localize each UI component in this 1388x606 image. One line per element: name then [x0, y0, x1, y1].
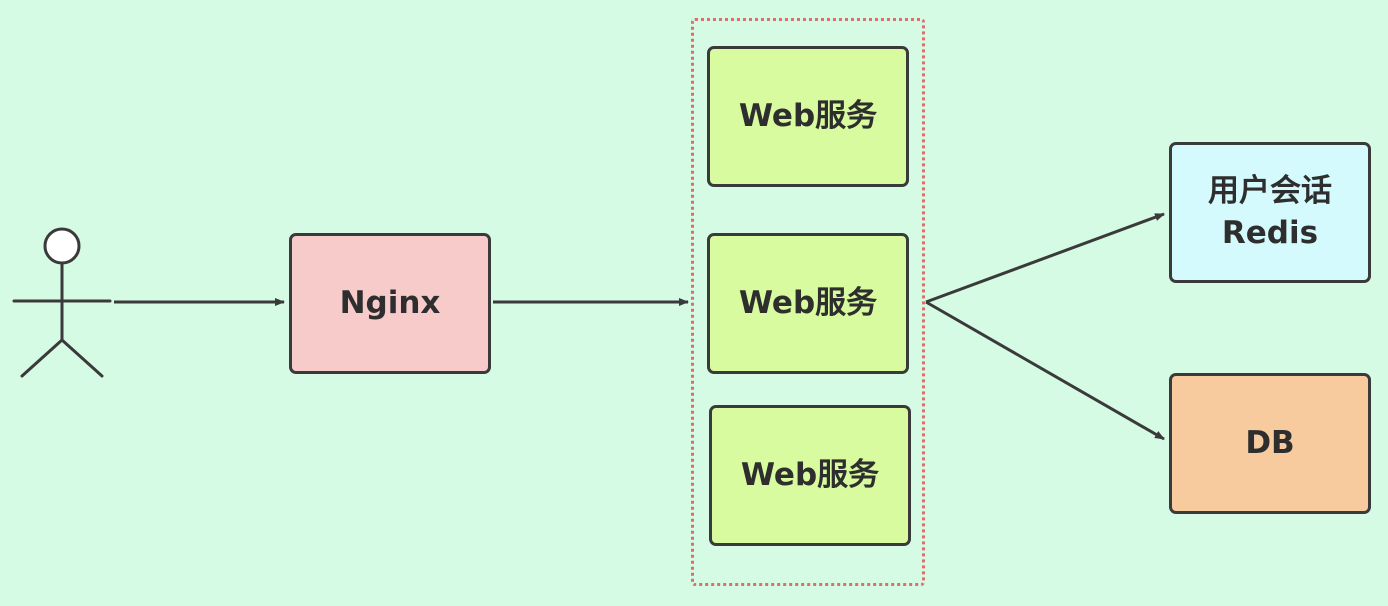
web-service-node-1[interactable]: Web服务 [707, 46, 909, 187]
nginx-node[interactable]: Nginx [289, 233, 491, 374]
web-service-label-2: Web服务 [738, 284, 878, 321]
web-service-label-1: Web服务 [738, 97, 878, 134]
db-node[interactable]: DB [1169, 373, 1371, 514]
web-service-node-2[interactable]: Web服务 [707, 233, 909, 374]
redis-session-node[interactable]: 用户会话 Redis [1169, 142, 1371, 283]
web-service-label-3: Web服务 [740, 456, 880, 493]
arrow-web-to-redis [925, 212, 1165, 304]
user-actor-icon [12, 227, 112, 378]
redis-label-line1: 用户会话 [1208, 172, 1332, 209]
redis-label-line2: Redis [1221, 214, 1319, 251]
db-label: DB [1245, 424, 1295, 461]
web-service-node-3[interactable]: Web服务 [709, 405, 911, 546]
arrow-web-to-db [925, 300, 1165, 441]
nginx-label: Nginx [339, 284, 441, 321]
web-service-cluster [691, 18, 925, 586]
